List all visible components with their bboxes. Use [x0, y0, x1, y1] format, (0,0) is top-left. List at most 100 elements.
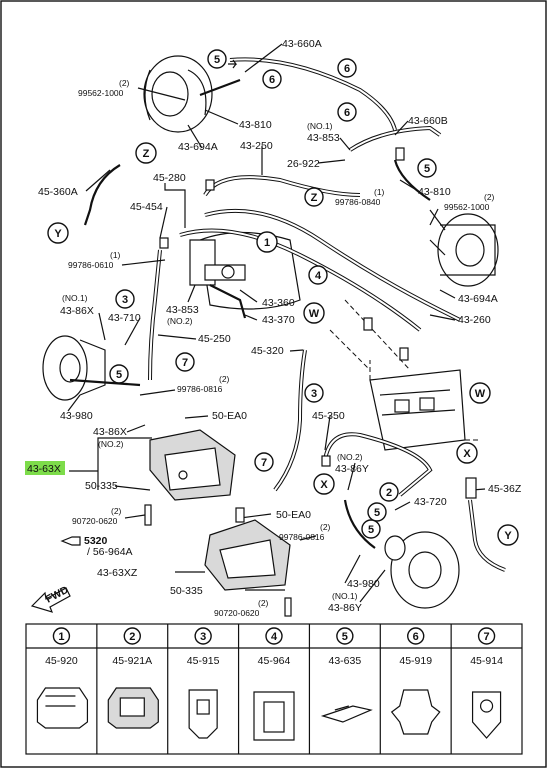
legend-cells: 145-920245-921A345-915445-964543-635645-…	[36, 624, 503, 754]
svg-text:7: 7	[261, 457, 267, 469]
label-43-810: 43-810	[239, 119, 272, 131]
label-qty: (2)	[119, 78, 130, 88]
svg-text:6: 6	[344, 63, 350, 75]
legend-cell-6: 645-919	[379, 624, 441, 754]
svg-text:W: W	[475, 388, 486, 400]
label-45-280: 45-280	[153, 172, 186, 184]
callout-x-right: X	[456, 442, 478, 464]
label-43-370: 43-370	[262, 314, 295, 326]
abs-hydraulic-unit	[329, 299, 480, 451]
svg-text:2: 2	[386, 487, 392, 499]
label-45-320: 45-320	[251, 345, 284, 357]
label-43-360: 43-360	[262, 297, 295, 309]
label-qty: (2)	[484, 192, 495, 202]
label-5320: 5320	[84, 535, 108, 547]
label-99786-0816: 99786-0816	[177, 384, 223, 394]
label-50-ea0: 50-EA0	[276, 509, 311, 521]
label-43-710: 43-710	[108, 312, 141, 324]
label-no2: (NO.2)	[337, 452, 363, 462]
legend-part-icon	[107, 687, 159, 729]
svg-text:6: 6	[269, 74, 275, 86]
label-43-86x: 43-86X	[60, 305, 94, 317]
label-43-660b: 43-660B	[408, 115, 448, 127]
callout-z-mid: Z	[304, 187, 324, 207]
legend-number: 4	[271, 631, 278, 643]
legend-number: 1	[58, 631, 64, 643]
label-no1: (NO.1)	[62, 293, 88, 303]
callout-w-mid: W	[303, 302, 325, 324]
label-43-260: 43-260	[458, 314, 491, 326]
label-90720-0620: 90720-0620	[72, 516, 118, 526]
label-90720-0620: 90720-0620	[214, 608, 260, 618]
label-qty: (1)	[374, 187, 385, 197]
svg-text:Y: Y	[504, 530, 512, 542]
label-qty: (2)	[320, 522, 331, 532]
legend-cell-4: 4 45-964	[237, 624, 295, 754]
legend-part: 45-915	[187, 655, 220, 667]
label-43-694a: 43-694A	[458, 293, 498, 305]
svg-text:W: W	[309, 308, 320, 320]
label-56-964a: / 56-964A	[87, 546, 133, 558]
label-45-36z: 45-36Z	[488, 483, 522, 495]
label-43-660a: 43-660A	[282, 38, 322, 50]
legend-part-icon	[390, 689, 441, 735]
label-no1: (NO.1)	[332, 591, 358, 601]
label-99786-0816: 99786-0816	[279, 532, 325, 542]
brake-pipes	[69, 57, 506, 572]
label-43-810: 43-810	[418, 186, 451, 198]
legend-part-icon	[320, 705, 373, 723]
label-no2: (NO.2)	[167, 316, 193, 326]
legend-number: 7	[484, 631, 490, 643]
label-43-250: 43-250	[240, 140, 273, 152]
label-45-360a: 45-360A	[38, 186, 78, 198]
rear-right-brake-disc	[384, 531, 460, 609]
label-43-980: 43-980	[60, 410, 93, 422]
legend-part-icon	[188, 689, 218, 739]
forward-arrow-icon: FWD	[30, 584, 71, 613]
label-43-853: 43-853	[166, 304, 199, 316]
label-qty: (1)	[110, 250, 121, 260]
legend-number: 5	[342, 631, 348, 643]
svg-text:7: 7	[182, 357, 188, 369]
label-99786-0610: 99786-0610	[68, 260, 114, 270]
svg-text:X: X	[320, 479, 328, 491]
part-labels: 43-660A (2) 99562-1000 43-810 43-694A (N…	[25, 38, 522, 618]
front-left-brake-disc	[143, 55, 213, 133]
svg-text:Z: Z	[311, 192, 318, 204]
legend-part-icon	[36, 687, 89, 729]
label-43-86x: 43-86X	[93, 426, 127, 438]
label-99562-1000: 99562-1000	[444, 202, 490, 212]
legend-part: 45-964	[258, 655, 291, 667]
callout-w-right: W	[469, 382, 491, 404]
label-45-350: 45-350	[312, 410, 345, 422]
label-45-250: 45-250	[198, 333, 231, 345]
svg-text:3: 3	[122, 294, 128, 306]
legend-part: 45-920	[45, 655, 78, 667]
legend-cell-5: 543-635	[308, 624, 373, 754]
label-qty: (2)	[258, 598, 269, 608]
callout-x-mid: X	[313, 473, 335, 495]
label-no2: (NO.2)	[98, 439, 124, 449]
callout-y-left: Y	[47, 222, 69, 244]
book-icon	[60, 536, 81, 546]
callout-markers: 5 6 6 6 5 1 4 3 7 5 3 7 2 5 5	[109, 49, 437, 539]
callout-y-right: Y	[497, 524, 519, 546]
svg-text:Z: Z	[143, 148, 150, 160]
legend-part-icon	[471, 691, 502, 739]
label-43-694a: 43-694A	[178, 141, 218, 153]
label-99562-1000: 99562-1000	[78, 88, 124, 98]
legend-number: 3	[200, 631, 206, 643]
svg-text:5: 5	[214, 54, 220, 66]
svg-text:4: 4	[315, 270, 322, 282]
master-cylinder	[189, 231, 301, 310]
front-right-brake-disc	[429, 209, 499, 287]
label-43-63x: 43-63X	[27, 463, 61, 475]
label-43-853: 43-853	[307, 132, 340, 144]
rear-left-brake-disc	[42, 335, 106, 401]
legend-cell-3: 3 45-915	[167, 624, 220, 754]
highlight-43-63x	[25, 461, 65, 475]
label-50-ea0: 50-EA0	[212, 410, 247, 422]
svg-text:6: 6	[344, 107, 350, 119]
legend-cell-7: 745-914	[450, 624, 503, 754]
